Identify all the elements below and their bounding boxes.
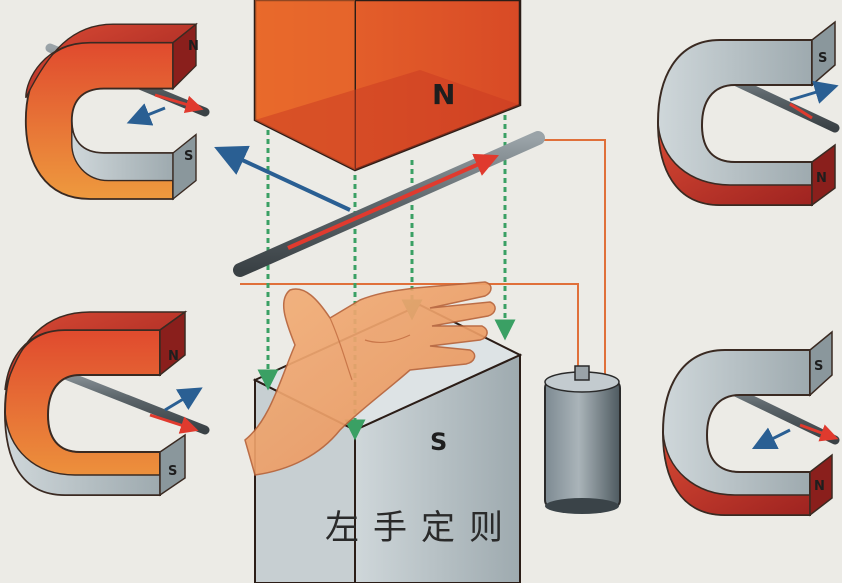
force-arrow-bottom-right [751, 427, 791, 450]
wire-bottom [240, 283, 579, 378]
current-arrow-top-right [789, 102, 813, 120]
left-hand-icon [244, 281, 496, 476]
poster-title: 左手定则 [325, 508, 517, 548]
pole-label-s-bottom-left: S [168, 464, 177, 479]
wire-top [540, 139, 606, 378]
main-current-arrow [287, 153, 499, 250]
magnet-bottom-right: S N [661, 330, 840, 517]
pole-label-n-top-left: N [188, 39, 199, 54]
magnet-top-left: N S [24, 23, 210, 200]
magnet-top-right: S N [656, 20, 840, 207]
pole-label-s-bottom-right: S [814, 359, 823, 374]
circuit [240, 139, 621, 514]
force-arrow-top-left [126, 103, 166, 126]
force-arrow-top-right [789, 80, 839, 104]
magnet-bottom-left: N S [3, 310, 210, 497]
main-conductor [233, 131, 545, 277]
current-arrow-bottom-right [799, 423, 839, 442]
pole-label-s-top-left: S [184, 149, 193, 164]
main-force-arrow [214, 145, 351, 212]
battery-icon [544, 365, 621, 514]
pole-label-s-top-right: S [818, 51, 827, 66]
current-arrow-bottom-left [149, 413, 199, 434]
current-arrow-top-left [154, 93, 204, 114]
top-magnet-block: N [253, 0, 522, 172]
top-magnet-pole-label: N [432, 78, 455, 111]
bottom-magnet-pole-label: S [430, 428, 447, 456]
pole-label-n-bottom-left: N [168, 349, 179, 364]
force-arrow-bottom-left [164, 387, 203, 412]
pole-label-n-top-right: N [816, 171, 827, 186]
pole-label-n-bottom-right: N [814, 479, 825, 494]
